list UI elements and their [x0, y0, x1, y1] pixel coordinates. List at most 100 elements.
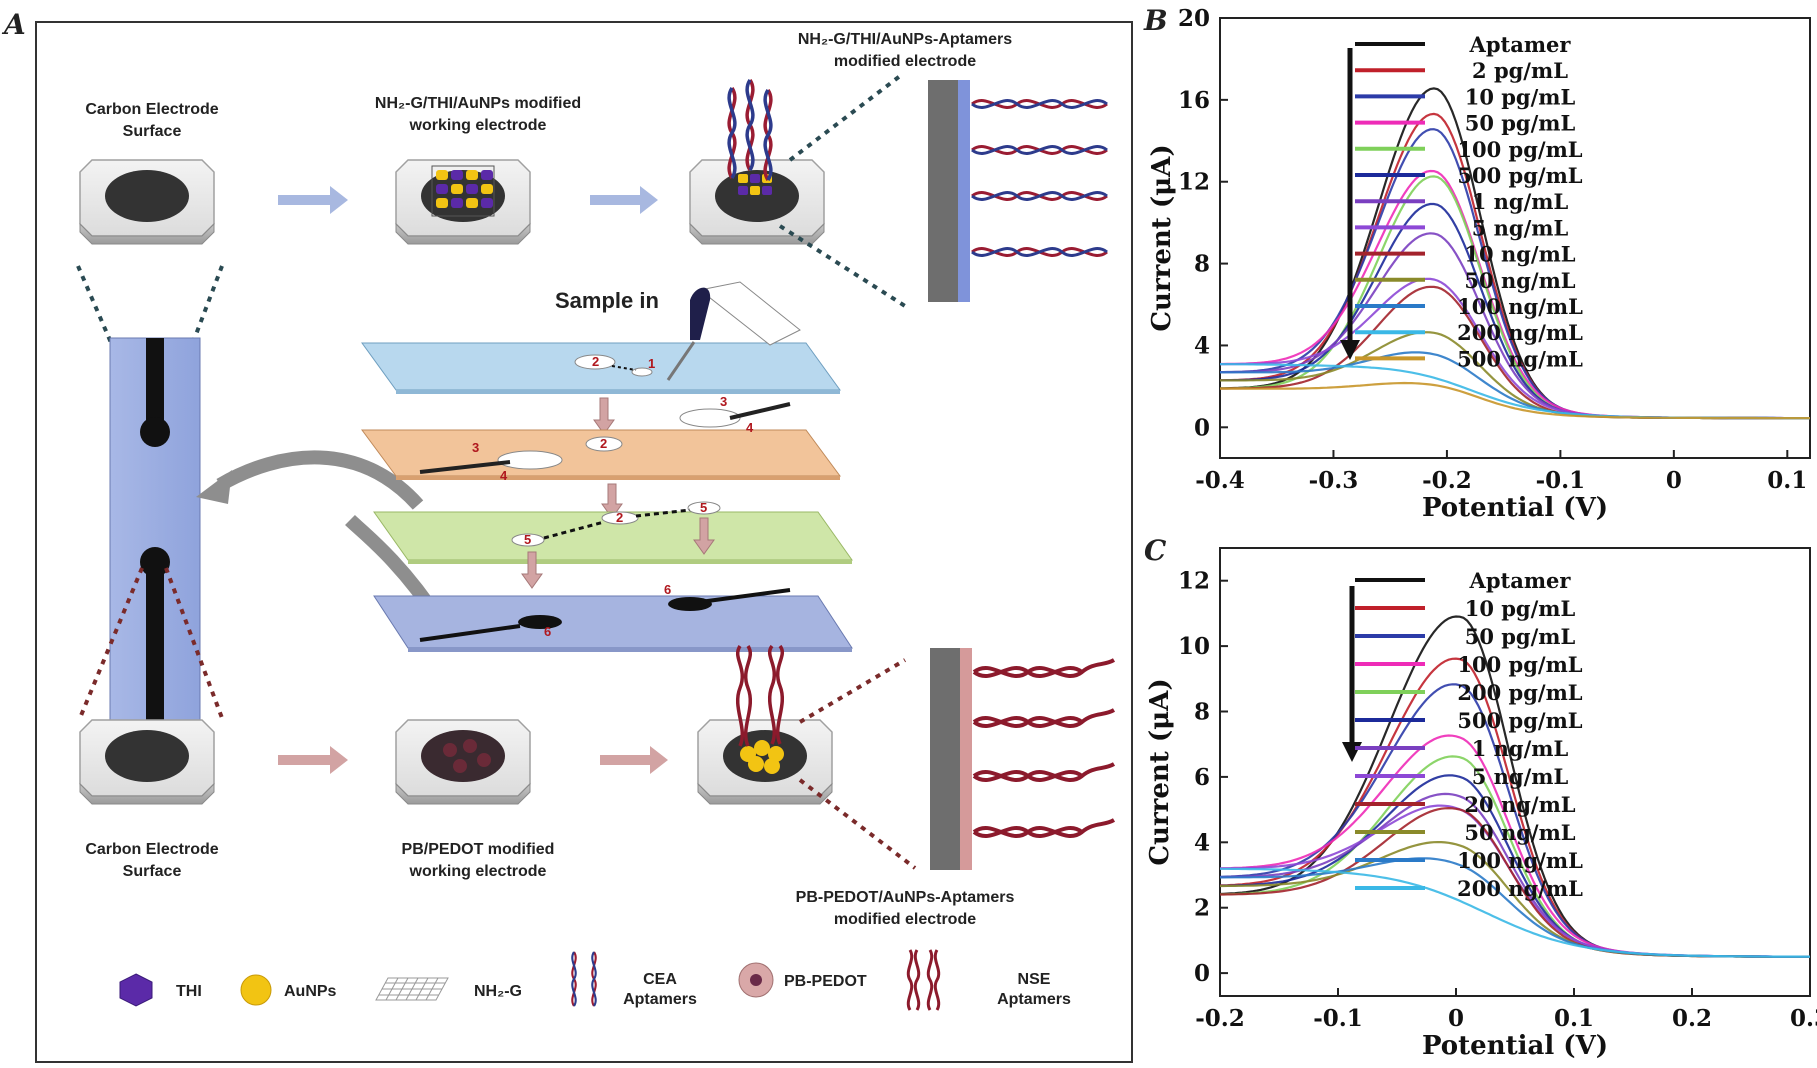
x-tick-label: -0.4	[1195, 467, 1245, 494]
y-axis-label: Current (μA)	[1145, 678, 1175, 865]
legend-entry: 50 pg/mL	[1465, 624, 1576, 649]
x-tick-label: 0.1	[1767, 467, 1807, 494]
legend-nse-label-2: Aptamers	[997, 991, 1071, 1008]
aunp-icon	[240, 974, 272, 1006]
y-tick-label: 4	[1194, 332, 1210, 359]
layer-number-6b: 6	[664, 582, 671, 597]
legend-entry: 200 ng/mL	[1457, 876, 1583, 901]
legend-entry: 500 pg/mL	[1457, 163, 1582, 188]
legend-nh2g-label: NH₂-G	[474, 983, 522, 1000]
layer-arrow-1	[593, 397, 615, 435]
layer-number-6a: 6	[544, 624, 551, 639]
thi-hexagon-icon	[119, 973, 153, 1007]
top-electrode-cross-section	[928, 80, 1109, 302]
legend-aunps: AuNPs	[240, 974, 337, 1006]
pipette-icon	[666, 281, 801, 381]
legend-cea-aptamers: CEA Aptamers	[571, 950, 697, 1008]
graphene-mesh-icon	[375, 977, 449, 1001]
layer-number-3b: 3	[472, 440, 479, 455]
legend-entry: 1 ng/mL	[1472, 189, 1569, 214]
legend-entry: 50 pg/mL	[1465, 111, 1576, 136]
x-tick-label: -0.2	[1422, 467, 1472, 494]
trend-arrow-head-icon	[1340, 340, 1360, 360]
legend-entry: 1 ng/mL	[1472, 736, 1569, 761]
x-tick-label: 0	[1448, 1005, 1464, 1032]
x-tick-label: -0.3	[1309, 467, 1359, 494]
bottom-aptamer-electrode	[697, 644, 833, 805]
layer-4-electrode-right	[668, 597, 712, 611]
layer-arrow-4	[693, 517, 715, 555]
bottom-electrode-3-label-line1: PB-PEDOT/AuNPs-Aptamers	[796, 889, 1015, 906]
curve-500-ng-ml	[1220, 381, 1810, 420]
curved-arrow-to-strip	[216, 450, 424, 510]
bottom-arrow-1	[278, 746, 348, 774]
legend-entry: 10 pg/mL	[1465, 84, 1576, 109]
x-tick-label: -0.1	[1313, 1005, 1363, 1032]
layer-3-hole-2	[601, 511, 639, 525]
legend-pb-pedot: PB-PEDOT	[738, 962, 867, 998]
legend-nh2g: NH₂-G	[375, 977, 522, 1001]
y-tick-label: 2	[1194, 895, 1210, 922]
layer-3-hole-5b	[687, 501, 721, 515]
top-electrode-3-label-line1: NH₂-G/THI/AuNPs-Aptamers	[798, 31, 1012, 48]
layer-2-trace-right	[729, 402, 791, 420]
top-arrow-1	[278, 186, 348, 214]
bottom-electrode-3-label-line2: modified electrode	[834, 911, 976, 928]
layer-2-trace-left	[419, 460, 511, 474]
layer-3-channel-a	[543, 520, 605, 540]
legend-entry: 200 ng/mL	[1457, 320, 1583, 345]
layer-number-5a: 5	[524, 532, 531, 547]
y-tick-label: 10	[1178, 633, 1210, 660]
plot-frame	[1219, 547, 1811, 997]
electrode-strip	[109, 337, 201, 729]
top-carbon-electrode	[79, 159, 215, 245]
curve-100-ng-ml	[1220, 857, 1810, 958]
top-electrode-2-label-line1: NH₂-G/THI/AuNPs modified	[375, 95, 581, 112]
legend-aunps-label: AuNPs	[284, 983, 337, 1000]
curve-200-ng-ml	[1220, 867, 1810, 958]
schematic-panel: A Carbon Electrode Surface NH₂-G/THI/AuN…	[1, 8, 1133, 1063]
top-electrode-1-label-line2: Surface	[123, 123, 182, 140]
legend-cea-label-1: CEA	[643, 971, 677, 988]
legend-entry: 10 pg/mL	[1465, 596, 1576, 621]
legend-nse-aptamers: NSE Aptamers	[906, 949, 1071, 1011]
legend-entry: 5 ng/mL	[1472, 215, 1569, 240]
layer-number-2a: 2	[592, 354, 599, 369]
sample-in-label: Sample in	[555, 288, 659, 313]
top-electrode-2-label-line2: working electrode	[409, 117, 547, 134]
legend-entry: 2 pg/mL	[1472, 58, 1568, 83]
layer-number-1: 1	[648, 356, 655, 371]
legend-entry: 10 ng/mL	[1464, 242, 1575, 267]
layer-4-trace-right	[699, 588, 791, 604]
legend-pbpedot-label: PB-PEDOT	[784, 973, 867, 990]
chart-panel-letter: C	[1144, 534, 1167, 567]
x-tick-label: 0	[1666, 467, 1682, 494]
layer-1-hole	[574, 354, 616, 370]
bottom-electrode-1-label-line2: Surface	[123, 863, 182, 880]
x-tick-label: -0.1	[1536, 467, 1586, 494]
zoom-line-top-2	[778, 224, 907, 308]
y-tick-label: 12	[1178, 568, 1210, 595]
x-axis-label: Potential (V)	[1422, 1031, 1608, 1061]
legend-entry: 500 pg/mL	[1457, 708, 1582, 733]
y-tick-label: 12	[1178, 169, 1210, 196]
legend-entry: Aptamer	[1469, 568, 1572, 593]
legend-entry: 500 ng/mL	[1457, 346, 1583, 371]
layer-3-hole-5a	[511, 533, 545, 547]
plot-frame	[1219, 17, 1811, 459]
layer-number-4a: 4	[746, 420, 754, 435]
layer-3-edge	[408, 560, 852, 564]
layer-arrow-3	[521, 551, 543, 589]
panel-a-letter: A	[1, 8, 26, 41]
top-electrode-1-label-line1: Carbon Electrode	[85, 101, 218, 118]
legend-entry: 100 ng/mL	[1457, 294, 1583, 319]
legend-nse-label-1: NSE	[1018, 971, 1051, 988]
zoom-line-bottom-right-2	[798, 778, 917, 870]
legend-thi: THI	[119, 973, 202, 1007]
x-tick-label: 0.1	[1554, 1005, 1594, 1032]
layer-2-edge	[396, 476, 840, 480]
nse-aptamer-icon	[906, 949, 941, 1011]
layer-arrow-2	[601, 483, 623, 519]
zoom-line-bottom-2	[164, 567, 224, 719]
